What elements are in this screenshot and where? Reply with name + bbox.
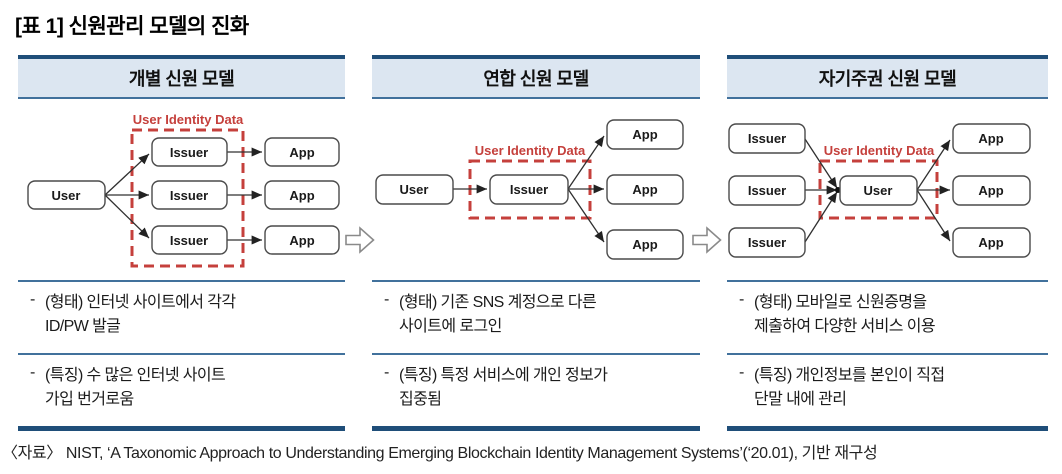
bullet-dash: - [30,291,36,308]
issuer-box-2 [151,180,228,210]
panel-individual-header: 개별 신원 모델 [18,55,345,99]
identity-data-boundary [130,128,245,268]
issuer-box-2 [728,175,806,206]
figure-title: [표 1] 신원관리 모델의 진화 [15,15,249,38]
app-box-2 [606,174,684,205]
feature-line: 단말 내에 관리 [754,391,847,408]
feature-line: (특징) 특정 서비스에 개인 정보가 [399,367,608,384]
arrow-user-app1 [916,139,951,191]
app-box-3 [952,227,1031,258]
app-box-2-label: App [289,188,314,203]
issuer-box-3 [728,227,806,258]
app-box-3 [606,229,684,260]
arrow-issuer3-user [804,191,838,243]
user-box [375,174,454,205]
app-box-2 [952,175,1031,206]
user-box [27,180,106,210]
arrow-issuer1-user [804,138,838,189]
federated-identity-diagram: User Identity Data User Issuer App App A… [375,119,684,260]
feature-form: - (형태) 인터넷 사이트에서 각각 ID/PW 발글 [18,282,345,355]
arrow-user-app3 [916,189,951,242]
feature-line: (특징) 개인정보를 본인이 직접 [754,367,945,384]
user-box [839,175,918,206]
feature-line: (형태) 모바일로 신원증명을 [754,294,927,311]
individual-identity-diagram: User Identity Data User Issuer Issuer Is… [27,112,340,268]
user-box-label: User [864,183,893,198]
app-box-1-label: App [632,127,657,142]
app-box-3 [264,225,340,255]
arrow-user-issuer1 [104,153,150,196]
panel-self-sovereign-identity: 자기주권 신원 모델 User Identity Data Issuer Iss… [727,55,1048,431]
issuer-box-label: Issuer [510,182,548,197]
arrow-user-issuer3 [104,194,150,239]
app-box-1 [264,137,340,167]
feature-text: (형태) 인터넷 사이트에서 각각 ID/PW 발글 [45,291,343,353]
feature-line: ID/PW 발글 [45,318,121,335]
panel-self-sovereign-header: 자기주권 신원 모델 [727,55,1048,99]
source-citation: 〈자료〉 NIST, ‘A Taxonomic Approach to Unde… [2,445,878,462]
panel-individual-identity: 개별 신원 모델 User Identity Data User Issuer … [18,55,345,431]
bullet-dash: - [30,364,36,381]
feature-line: (특징) 수 많은 인터넷 사이트 [45,367,226,384]
identity-data-label: User Identity Data [824,143,935,158]
feature-line: (형태) 기존 SNS 계정으로 다른 [399,294,597,311]
panel-individual-features: - (형태) 인터넷 사이트에서 각각 ID/PW 발글 - (특징) 수 많은 … [18,280,345,431]
issuer-box-3 [151,225,228,255]
feature-line: 제출하여 다양한 서비스 이용 [754,318,936,335]
panel-federated-identity: 연합 신원 모델 User Identity Data User Issuer … [372,55,700,431]
app-box-3-label: App [978,235,1003,250]
feature-line: (형태) 인터넷 사이트에서 각각 [45,294,236,311]
user-box-label: User [400,182,429,197]
app-box-3-label: App [289,233,314,248]
issuer-box-1 [151,137,228,167]
feature-line: 집중됨 [399,391,442,408]
app-box-1 [606,119,684,150]
transition-arrow-icon [345,226,375,254]
self-sovereign-identity-diagram: User Identity Data Issuer Issuer Issuer … [728,123,1031,258]
transition-arrow-icon [692,226,722,254]
issuer-box-1-label: Issuer [748,131,786,146]
feature-line: 사이트에 로그인 [399,318,502,335]
arrow-issuer-app1 [567,135,605,190]
bullet-dash: - [739,291,745,308]
feature-line: 가입 번거로움 [45,391,134,408]
identity-data-label: User Identity Data [133,112,244,127]
issuer-box-2-label: Issuer [748,183,786,198]
user-box-label: User [52,188,81,203]
app-box-2-label: App [978,183,1003,198]
issuer-box-2-label: Issuer [170,188,208,203]
identity-data-label: User Identity Data [475,143,586,158]
app-box-1 [952,123,1031,154]
app-box-2-label: App [632,182,657,197]
bullet-dash: - [384,291,390,308]
app-box-1-label: App [289,145,314,160]
issuer-box-3-label: Issuer [170,233,208,248]
arrow-issuer-app3 [567,188,605,243]
bullet-dash: - [384,364,390,381]
app-box-3-label: App [632,237,657,252]
issuer-box-3-label: Issuer [748,235,786,250]
app-box-2 [264,180,340,210]
issuer-box-1 [728,123,806,154]
issuer-box [489,174,569,205]
bullet-dash: - [739,364,745,381]
app-box-1-label: App [978,131,1003,146]
panel-federated-header: 연합 신원 모델 [372,55,700,99]
issuer-box-1-label: Issuer [170,145,208,160]
